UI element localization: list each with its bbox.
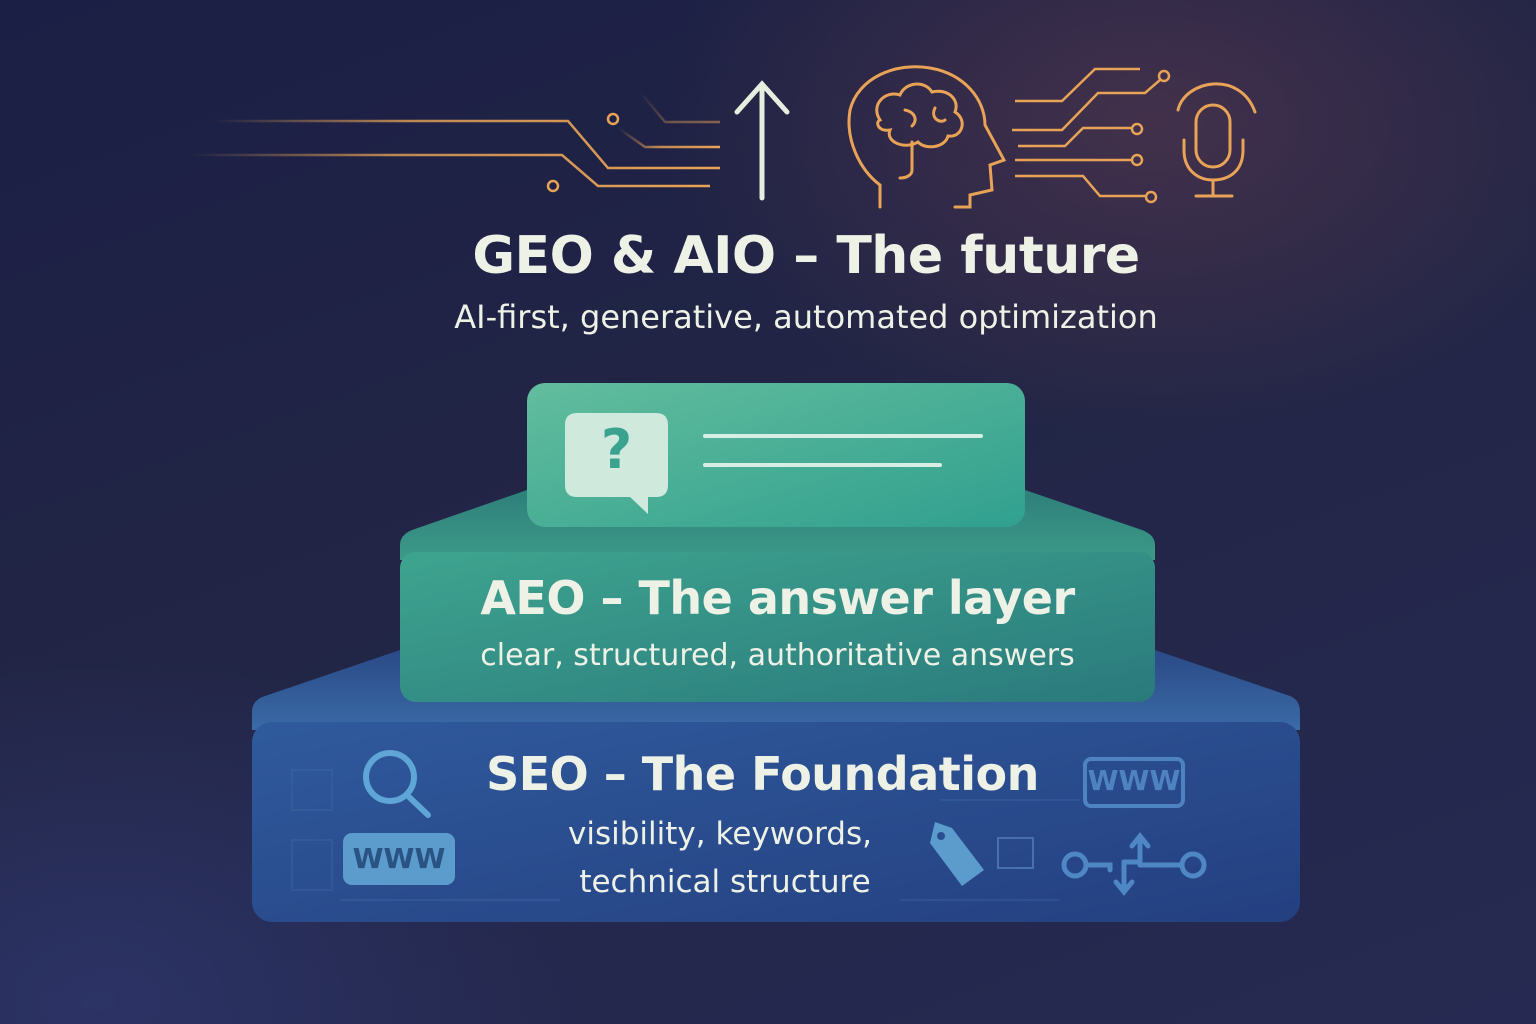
tag-icon xyxy=(930,822,984,886)
www-badge-icon xyxy=(343,833,455,885)
aeo-subtitle: clear, structured, authoritative answers xyxy=(480,638,1075,673)
seo-subtitle-line1: visibility, keywords, xyxy=(568,816,872,852)
microphone-icon xyxy=(1176,82,1257,198)
seo-subtitle-line2: technical structure xyxy=(579,864,871,900)
aeo-title: AEO – The answer layer xyxy=(480,571,1075,625)
brain-head-icon xyxy=(847,65,1007,209)
flow-icon xyxy=(1061,831,1207,897)
www-badge-label: WWW xyxy=(352,842,446,875)
answer-card xyxy=(527,383,1025,527)
circuit-lines-right-icon xyxy=(1012,67,1171,204)
up-arrow-icon xyxy=(734,80,790,201)
circuit-lines-icon xyxy=(190,91,720,193)
question-mark: ? xyxy=(600,418,633,481)
square-icon xyxy=(997,837,1034,869)
question-bubble-icon xyxy=(565,413,668,514)
geo-subtitle: AI-first, generative, automated optimiza… xyxy=(454,298,1158,336)
search-icon xyxy=(363,750,431,818)
geo-title: GEO & AIO – The future xyxy=(472,226,1140,286)
seo-title: SEO – The Foundation xyxy=(486,747,1039,801)
www-outline-label: WWW xyxy=(1087,764,1181,797)
www-outline-icon xyxy=(1083,757,1185,808)
answer-lines xyxy=(703,434,983,467)
